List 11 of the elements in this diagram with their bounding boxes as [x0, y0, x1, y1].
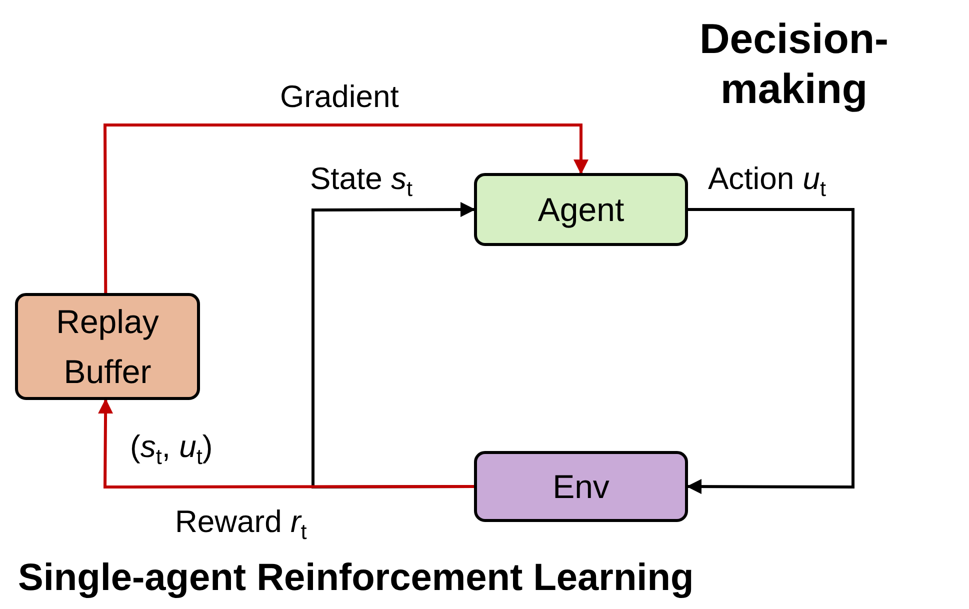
node-label: Replay Buffer — [55, 302, 160, 392]
process-box — [474, 173, 688, 246]
arrow — [104, 124, 588, 293]
arrow — [686, 208, 854, 494]
node-label: Env — [552, 466, 610, 507]
node-label: Agent — [538, 190, 624, 230]
process-box — [474, 451, 688, 522]
caption: Single-agent Reinforcement Learning — [18, 557, 694, 600]
process-box — [15, 293, 200, 400]
title: Decision-making — [698, 14, 890, 114]
arrow — [98, 398, 474, 488]
